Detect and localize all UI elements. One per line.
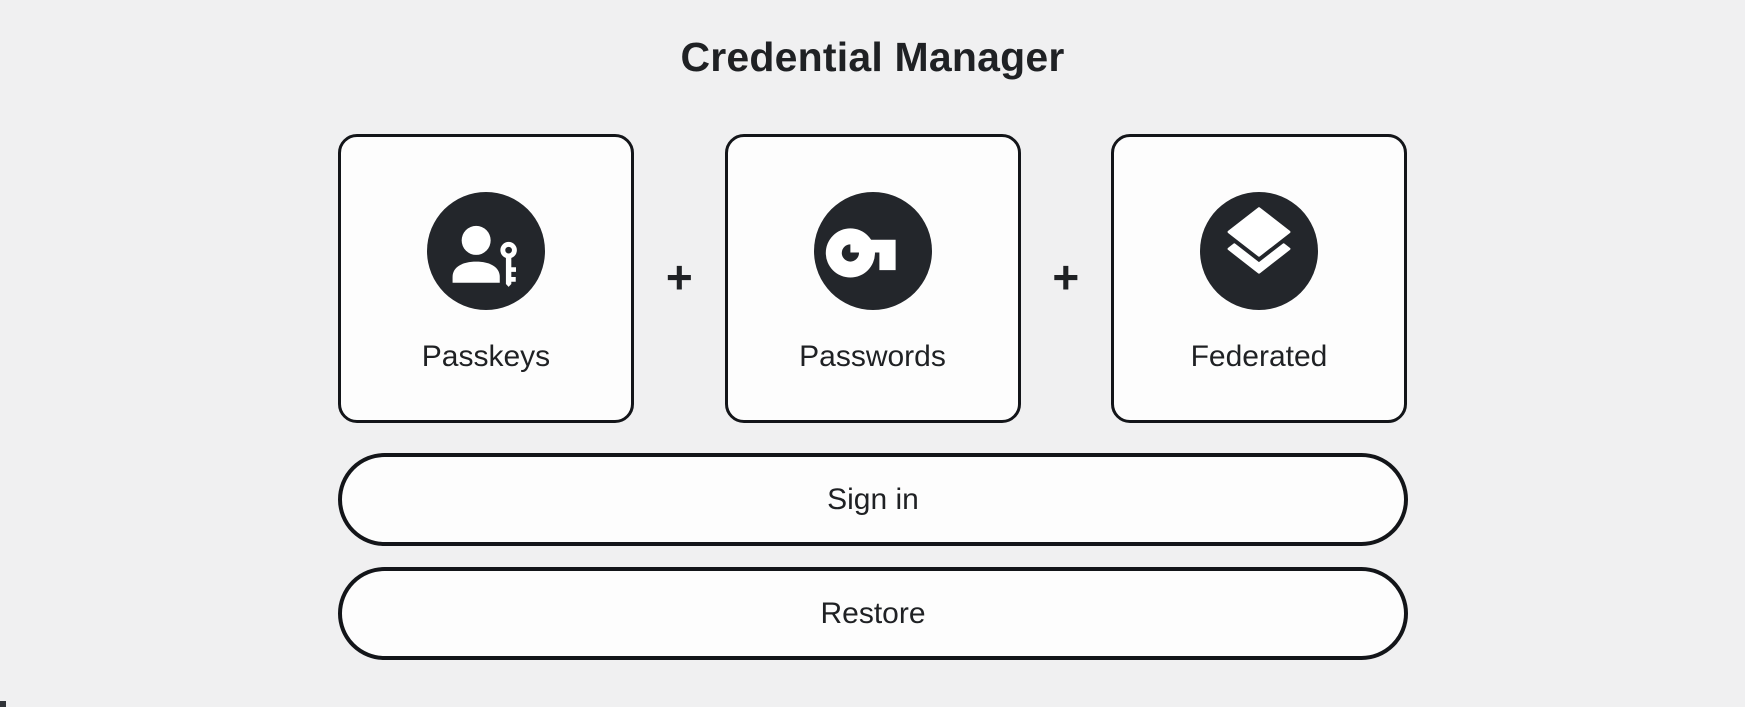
password-icon-circle <box>813 192 932 310</box>
plus-separator: + <box>1052 250 1080 303</box>
key-icon <box>825 228 896 278</box>
page-title: Credential Manager <box>680 34 1065 80</box>
federated-icon-circle <box>1200 192 1318 310</box>
card-federated: Federated <box>1111 134 1407 423</box>
layers-icon <box>1227 207 1291 274</box>
corner-artifact <box>0 701 6 707</box>
passkey-icon-circle <box>427 192 545 310</box>
plus-separator: + <box>665 250 693 303</box>
card-label-passwords: Passwords <box>799 340 946 373</box>
card-label-passkeys: Passkeys <box>421 340 551 373</box>
card-passwords: Passwords <box>724 134 1021 423</box>
passkey-person-key-icon <box>452 225 517 287</box>
restore-button[interactable]: Restore <box>338 567 1408 660</box>
credential-types-row: Passkeys + Passwords + <box>338 134 1407 423</box>
card-passkeys: Passkeys <box>338 134 634 423</box>
restore-button-label: Restore <box>820 596 926 630</box>
card-label-federated: Federated <box>1190 340 1328 373</box>
sign-in-button-label: Sign in <box>827 482 919 516</box>
sign-in-button[interactable]: Sign in <box>338 453 1408 546</box>
